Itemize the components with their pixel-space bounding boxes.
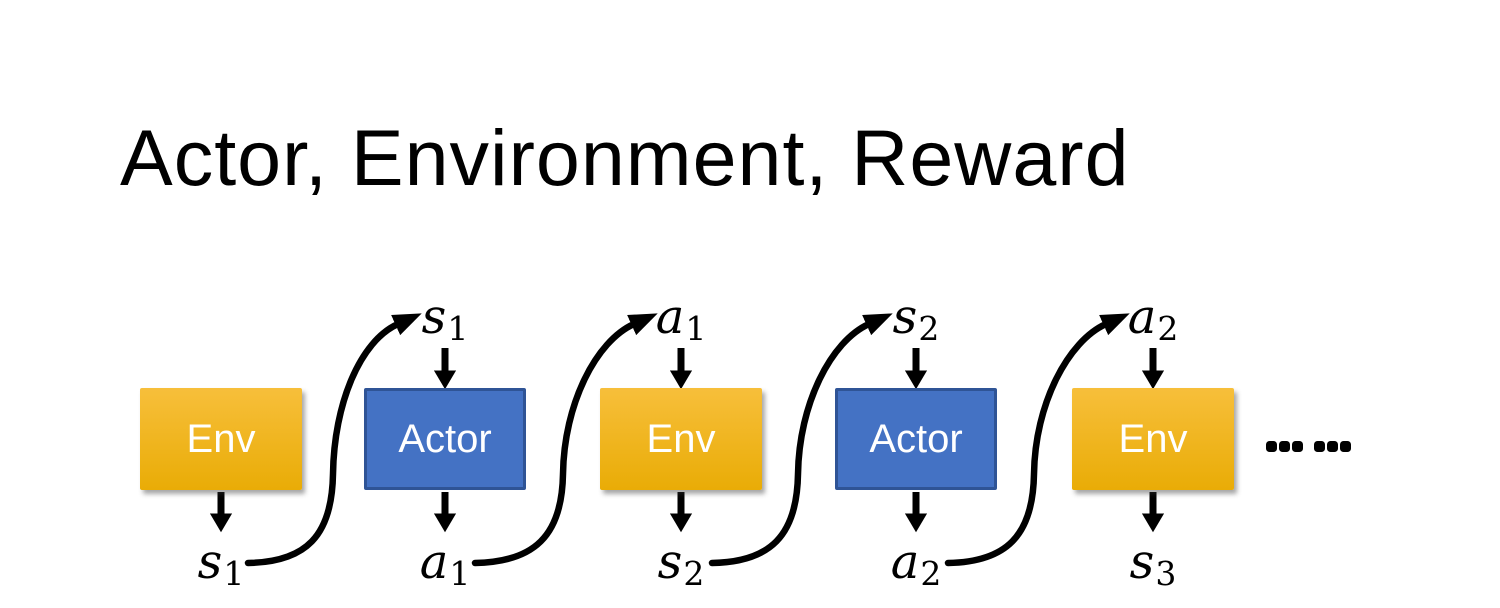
env-box-2: Env bbox=[600, 388, 762, 490]
output-label-s1: s1 bbox=[197, 534, 245, 594]
actor-box-1: Actor bbox=[364, 388, 526, 490]
actor-box-2: Actor bbox=[835, 388, 997, 490]
input-label-a1: a1 bbox=[655, 289, 707, 349]
actor-box-1-label: Actor bbox=[398, 416, 492, 461]
env-box-1-label: Env bbox=[186, 416, 256, 461]
env-box-3-label: Env bbox=[1118, 416, 1188, 461]
env-box-2-label: Env bbox=[646, 416, 716, 461]
env-box-3: Env bbox=[1072, 388, 1234, 490]
continuation-dots-icon bbox=[1266, 440, 1353, 452]
output-label-s2: s2 bbox=[657, 534, 705, 594]
output-label-a1: a1 bbox=[419, 534, 471, 594]
input-label-s1: s1 bbox=[421, 289, 469, 349]
input-label-s2: s2 bbox=[892, 289, 940, 349]
input-label-a2: a2 bbox=[1127, 289, 1179, 349]
actor-box-2-label: Actor bbox=[869, 416, 963, 461]
env-box-1: Env bbox=[140, 388, 302, 490]
output-label-s3: s3 bbox=[1129, 534, 1177, 594]
output-label-a2: a2 bbox=[890, 534, 942, 594]
page-title: Actor, Environment, Reward bbox=[120, 113, 1130, 202]
